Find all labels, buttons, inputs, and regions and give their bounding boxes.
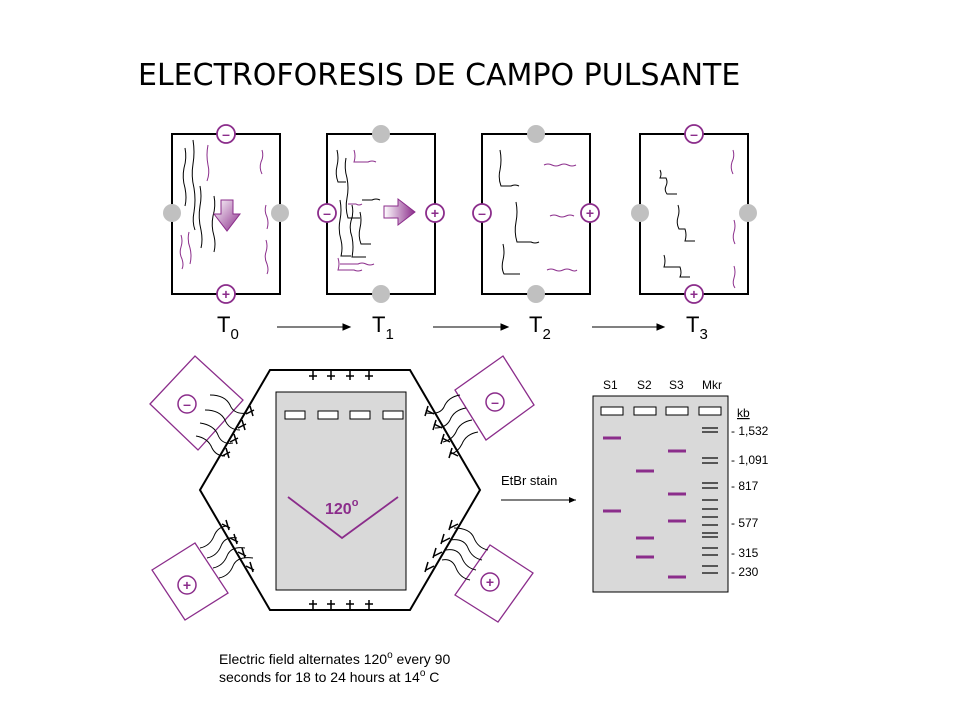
lane-label-s2: S2 [637, 378, 652, 392]
sample-bands [603, 436, 686, 579]
power-supply-bottom-right: + [441, 527, 534, 623]
positive-electrode [425, 203, 445, 223]
electrode-sign: – [183, 396, 191, 412]
panel-t2: – + [472, 125, 600, 303]
chef-apparatus: 120o – – [149, 355, 535, 623]
panel-t0: – + [163, 124, 289, 304]
stained-gel [592, 395, 729, 593]
electrode-sign: – [478, 205, 486, 221]
stain-step: EtBr stain [501, 473, 576, 503]
field-direction-arrow [383, 197, 416, 227]
inactive-electrode [631, 204, 649, 222]
stain-label: EtBr stain [501, 473, 557, 488]
time-label-t1: T1 [372, 312, 394, 343]
sample-wells [284, 410, 404, 420]
dna-molecules [498, 149, 578, 275]
chef-caption: Electric field alternates 120o every 90 … [219, 650, 450, 685]
electrode-sign: + [586, 205, 594, 221]
inactive-electrode [527, 125, 545, 143]
dna-molecules [659, 149, 736, 289]
marker-label: - 817 [731, 479, 759, 493]
positive-electrode [684, 284, 704, 304]
field-direction-arrow [212, 199, 242, 232]
negative-electrode [684, 124, 704, 144]
inactive-electrode [739, 204, 757, 222]
inactive-electrode [271, 204, 289, 222]
inactive-electrode [372, 125, 390, 143]
electrode-sign: – [491, 394, 499, 410]
dna-molecules [335, 149, 381, 272]
caption-line-2: seconds for 18 to 24 hours at 14o C [219, 668, 439, 685]
inactive-electrode [163, 204, 181, 222]
positive-electrode [580, 203, 600, 223]
electrode-sign: – [222, 126, 230, 142]
time-label-t0: T0 [217, 312, 239, 343]
electrode-sign: – [690, 126, 698, 142]
electrode-sign: + [222, 286, 230, 302]
marker-label: - 1,091 [731, 453, 769, 467]
unit-label: kb [737, 406, 750, 420]
gel-box [639, 133, 749, 295]
time-label-t2: T2 [529, 312, 551, 343]
time-label-t3: T3 [686, 312, 708, 343]
power-supply-top-right: – [425, 355, 535, 455]
lane-label-s1: S1 [603, 378, 618, 392]
electrode-sign: + [486, 574, 494, 590]
time-sequence: T0 T1 T2 T3 [217, 312, 708, 343]
inactive-electrode [527, 285, 545, 303]
marker-label: - 1,532 [731, 424, 769, 438]
page-title: ELECTROFORESIS DE CAMPO PULSANTE [138, 58, 740, 93]
marker-label: - 577 [731, 516, 759, 530]
power-supply-top-left: – [149, 355, 248, 457]
gel-box [481, 133, 591, 295]
panel-t1: – + [317, 125, 445, 303]
electrode-pins [309, 370, 373, 610]
marker-label: - 315 [731, 546, 759, 560]
negative-electrode [317, 203, 337, 223]
electrode-sign: – [323, 205, 331, 221]
lane-label-s3: S3 [669, 378, 684, 392]
lane-label-mkr: Mkr [702, 378, 722, 392]
dna-molecules [179, 139, 269, 275]
caption-line-1: Electric field alternates 120o every 90 [219, 650, 450, 667]
electrode-sign: + [431, 205, 439, 221]
inactive-electrode [372, 285, 390, 303]
result-gel: S1 S2 S3 Mkr [592, 378, 769, 593]
electrode-sign: + [690, 286, 698, 302]
electrode-sign: + [183, 577, 191, 593]
result-wells [600, 406, 722, 416]
power-supply-bottom-left: + [151, 525, 254, 621]
positive-electrode [216, 284, 236, 304]
angle-label: 120o [325, 497, 359, 518]
panel-t3: – + [631, 124, 757, 304]
marker-label: - 230 [731, 565, 759, 579]
angle-lines [287, 496, 399, 540]
marker-bands [702, 427, 718, 574]
gel-slab [275, 391, 407, 591]
negative-electrode [472, 203, 492, 223]
side-electrode-pins [221, 405, 459, 573]
negative-electrode [216, 124, 236, 144]
